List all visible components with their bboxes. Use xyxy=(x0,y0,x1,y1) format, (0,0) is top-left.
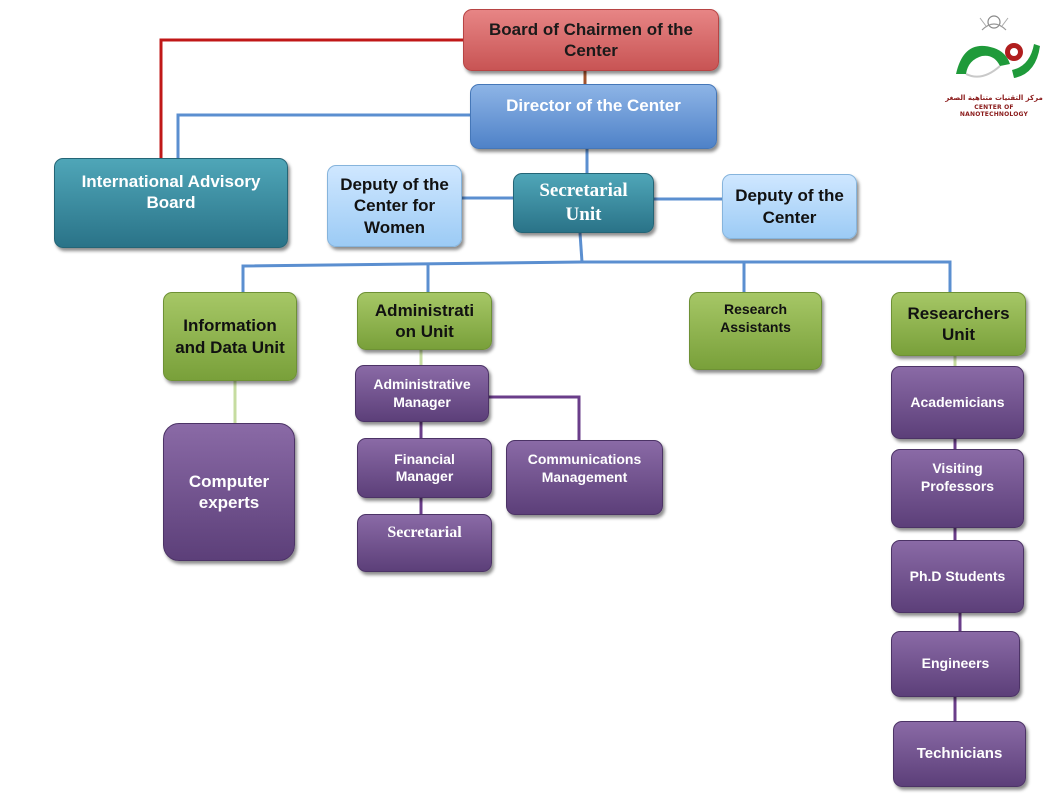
director-box: Director of the Center xyxy=(470,84,717,149)
deputy-women-label: Deputy of the Center for Women xyxy=(340,175,449,237)
advisory-board-label: International Advisory Board xyxy=(81,172,261,213)
financial-manager-box: Financial Manager xyxy=(357,438,492,498)
academicians-box: Academicians xyxy=(891,366,1024,439)
deputy-label: Deputy of the Center xyxy=(735,186,844,227)
board-of-chairmen-box: Board of Chairmen of the Center xyxy=(463,9,719,71)
nanotechnology-center-logo xyxy=(956,15,1040,78)
researchers-unit-box: Researchers Unit xyxy=(891,292,1026,356)
computer-experts-label: Computer experts xyxy=(188,471,270,512)
info-data-unit-box: Information and Data Unit xyxy=(163,292,297,381)
computer-experts-box: Computer experts xyxy=(163,423,295,561)
administrative-manager-box: Administrative Manager xyxy=(355,365,489,422)
engineers-box: Engineers xyxy=(891,631,1020,697)
secretarial-unit-box: Secretarial Unit xyxy=(513,173,654,233)
research-assistants-label: Research Assistants xyxy=(720,301,791,335)
director-label: Director of the Center xyxy=(506,96,681,115)
researchers-unit-label: Researchers Unit xyxy=(907,303,1010,344)
board-of-chairmen-label: Board of Chairmen of the Center xyxy=(488,19,693,60)
administration-unit-box: Administrati on Unit xyxy=(357,292,492,350)
phd-students-label: Ph.D Students xyxy=(909,567,1006,584)
phd-students-box: Ph.D Students xyxy=(891,540,1024,613)
financial-manager-label: Financial Manager xyxy=(394,450,455,485)
secretarial-unit-label: Secretarial Unit xyxy=(539,180,628,225)
secretarial-box: Secretarial xyxy=(357,514,492,572)
academicians-label: Academicians xyxy=(910,393,1005,410)
logo-arabic-text: مركز التقنيات متناهية الصغر xyxy=(945,94,1043,102)
technicians-box: Technicians xyxy=(893,721,1026,787)
visiting-professors-label: Visiting Professors xyxy=(920,460,995,494)
communications-label: Communications Management xyxy=(527,451,642,485)
communications-box: Communications Management xyxy=(506,440,663,515)
visiting-professors-box: Visiting Professors xyxy=(891,449,1024,528)
engineers-label: Engineers xyxy=(921,655,990,672)
technicians-label: Technicians xyxy=(916,744,1003,762)
deputy-box: Deputy of the Center xyxy=(722,174,857,239)
research-assistants-box: Research Assistants xyxy=(689,292,822,370)
logo-english-text: CENTER OF NANOTECHNOLOGY xyxy=(959,104,1029,118)
advisory-board-box: International Advisory Board xyxy=(54,158,288,248)
deputy-women-box: Deputy of the Center for Women xyxy=(327,165,462,247)
info-data-unit-label: Information and Data Unit xyxy=(175,316,285,357)
administration-unit-label: Administrati on Unit xyxy=(374,300,475,341)
secretarial-label: Secretarial xyxy=(387,524,462,541)
administrative-manager-label: Administrative Manager xyxy=(373,376,471,410)
